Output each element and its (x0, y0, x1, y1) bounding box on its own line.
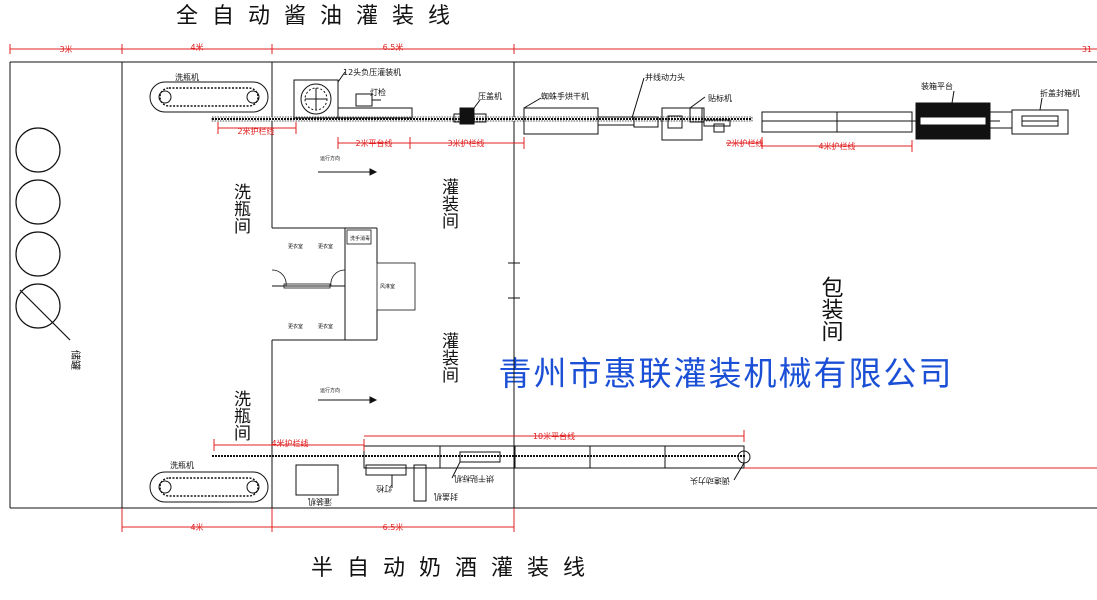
svg-text:灌装间: 灌装间 (438, 178, 459, 230)
bottom-turn-head-label: 调速动力头 (690, 476, 730, 486)
bottom-dryer-label: 烘干贴标机 (454, 474, 494, 484)
storage-tanks (15, 127, 71, 341)
changing-room-1: 更衣室 (288, 243, 303, 250)
dim-4m-bottom: 4米 (190, 522, 203, 532)
svg-text:包装间: 包装间 (818, 276, 844, 342)
door-marks (508, 262, 520, 299)
changing-room-3: 更衣室 (288, 323, 303, 330)
bottom-platform (363, 445, 751, 481)
top-labeler (661, 96, 731, 141)
flow-arrow-bottom (318, 396, 378, 404)
dim-6-5m-bottom: 6.5米 (383, 522, 404, 532)
top-labeler-label: 贴标机 (708, 93, 732, 103)
building-walls (9, 61, 1097, 509)
top-merge-head-label: 并线动力头 (645, 72, 685, 82)
top-boxing-platform-label: 装箱平台 (921, 81, 953, 91)
top-washer (149, 81, 269, 113)
top-guard-3m-label: 3米护栏线 (447, 138, 484, 148)
top-spider-dryer-label: 蜘蛛手烘干机 (541, 91, 589, 101)
bottom-platform-10m-label: 10米平台线 (533, 431, 575, 441)
bottom-capper-label: 封盖机 (434, 492, 458, 502)
bottom-light-check-label: 灯检 (376, 484, 392, 494)
top-conveyor (211, 116, 753, 122)
top-spider-dryer (523, 97, 635, 135)
wash-room-bottom: 洗瓶间 (230, 390, 251, 442)
company-name: 青州市惠联灌装机械有限公司 (499, 354, 954, 393)
top-light-check-label: 灯检 (370, 87, 386, 97)
bottom-guard-4m-label: 4米护栏线 (271, 438, 308, 448)
top-line-title: 全自动酱油灌装线 (176, 4, 464, 29)
top-capper (453, 99, 487, 125)
top-capper-label: 压盖机 (478, 91, 502, 101)
packing-room: 包装间 (818, 276, 844, 342)
filling-room-bottom: 灌装间 (438, 332, 459, 384)
changing-room-block (271, 229, 416, 311)
dim-4m-top: 4米 (190, 42, 203, 52)
hand-wash-label: 洗手消毒 (350, 235, 370, 242)
filling-room-top: 灌装间 (438, 178, 459, 230)
top-merge-head (631, 77, 659, 128)
top-carton-sealer-label: 折盖封箱机 (1040, 88, 1080, 98)
changing-room-4: 更衣室 (318, 323, 333, 330)
top-guard-dimensions (217, 122, 913, 152)
bottom-filler-label: 灌装机 (308, 497, 332, 507)
svg-text:洗瓶间: 洗瓶间 (230, 390, 251, 442)
air-shower-label: 风淋室 (380, 283, 395, 290)
bottom-dimension-line (121, 508, 515, 532)
top-boxing-platform (915, 90, 991, 140)
bottom-line-title: 半自动奶酒灌装线 (311, 556, 599, 581)
top-light-check (337, 93, 413, 119)
top-dimension-line (9, 44, 1097, 54)
bottom-guard-dimensions (213, 430, 1097, 469)
top-filler (293, 71, 346, 119)
top-guard-4m-label: 4米护栏线 (818, 141, 855, 151)
top-platform-2m-label: 2米平台线 (355, 138, 392, 148)
bottom-washer-label: 洗瓶机 (170, 460, 194, 470)
bottom-machines (295, 451, 501, 502)
flow-label-top: 运行方向 (320, 155, 340, 162)
top-filler-label: 12头负压灌装机 (343, 67, 401, 77)
changing-room-2: 更衣室 (318, 243, 333, 250)
dim-3m: 3米 (59, 44, 72, 54)
bottom-washer (149, 471, 269, 503)
top-carton-sealer (987, 97, 1069, 135)
dim-31: 31 (1082, 45, 1092, 54)
svg-text:灌装间: 灌装间 (438, 332, 459, 384)
top-washer-label: 洗瓶机 (175, 72, 199, 82)
top-guard-2m-b-label: 2米护栏线 (726, 138, 763, 148)
flow-arrow-top (318, 168, 378, 176)
tank-label: 储罐 (69, 350, 82, 370)
top-guard-2m-label: 2米护栏线 (237, 126, 274, 136)
dim-6-5m-top: 6.5米 (383, 42, 404, 52)
wash-room-top: 洗瓶间 (230, 183, 251, 235)
svg-text:洗瓶间: 洗瓶间 (230, 183, 251, 235)
flow-label-bottom: 运行方向 (320, 387, 340, 394)
